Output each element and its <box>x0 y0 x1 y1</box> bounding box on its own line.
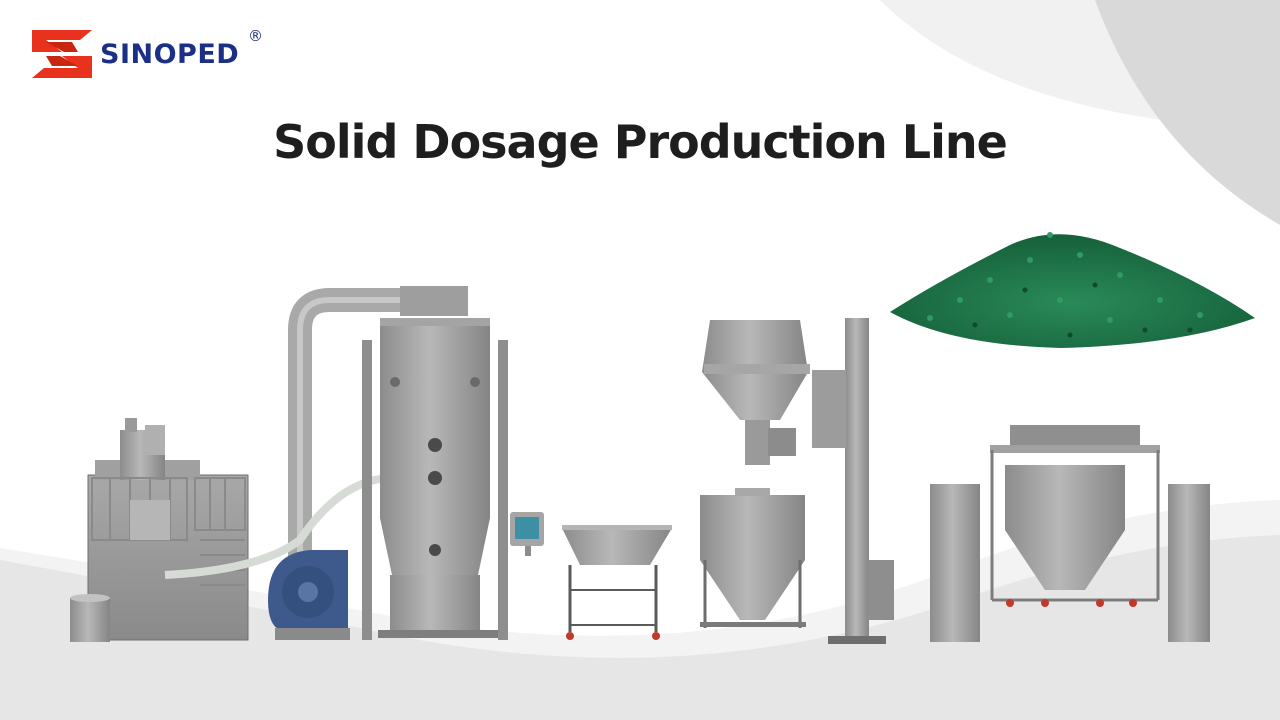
top-right-dark-arc <box>1095 0 1280 225</box>
conical-mill <box>702 320 810 465</box>
fluid-bed-dryer <box>362 286 508 640</box>
green-granules-pile <box>890 232 1255 348</box>
duct-pipe <box>164 288 400 590</box>
brand-name: SINOPED <box>100 38 240 70</box>
high-shear-mixer-granulator <box>70 418 249 642</box>
blower-fan <box>268 550 350 640</box>
bottom-wave-front <box>0 535 1280 720</box>
brand-logo[interactable]: SINOPED <box>32 30 239 78</box>
column-lifter <box>812 318 894 644</box>
page-title: Solid Dosage Production Line <box>273 115 1008 169</box>
tray-cart <box>562 525 672 640</box>
control-panel <box>510 512 544 556</box>
bin-blender <box>930 425 1210 642</box>
registered-mark: ® <box>248 27 263 45</box>
ibc-bin <box>700 488 806 628</box>
sinoped-logo-icon <box>32 30 92 78</box>
